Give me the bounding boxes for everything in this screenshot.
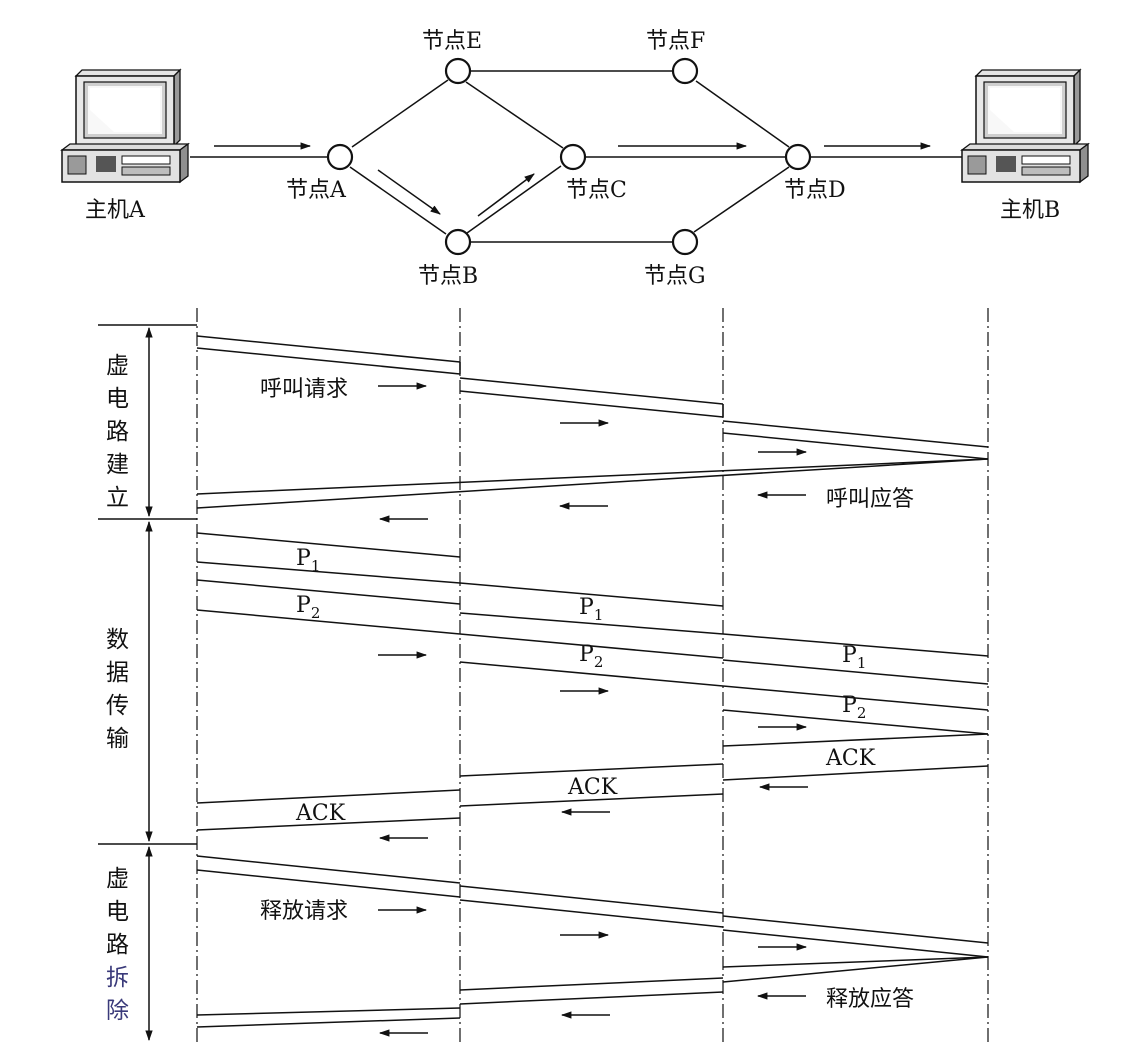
call-request-bands: [196, 335, 989, 460]
node-g-label: 节点G: [644, 264, 706, 289]
node-e-circle: [444, 57, 472, 85]
node-a-circle: [326, 143, 354, 171]
node-b-label: 节点B: [418, 264, 478, 289]
phase-release-char-1: 虚: [106, 866, 129, 892]
host-a-label: 主机A: [85, 198, 146, 223]
timelines: [196, 308, 989, 1045]
phase-transfer-char-2: 据: [106, 660, 129, 686]
node-d-circle: [784, 143, 812, 171]
call-request-label: 呼叫请求: [260, 377, 348, 402]
node-f-circle: [671, 57, 699, 85]
ack-label-3: ACK: [295, 801, 346, 826]
node-b-circle: [444, 228, 472, 256]
call-answer-label: 呼叫应答: [826, 487, 914, 512]
timing-diagram: 虚 电 路 建 立 数 据 传 输 虚 电 路 拆 除 呼叫请求: [98, 308, 989, 1045]
packet-bands: [196, 532, 989, 831]
call-answer-band: [196, 458, 989, 509]
release-request-bands: [196, 855, 989, 958]
packet-p2-label-3: P2: [842, 693, 866, 722]
phase-setup-char-1: 虚: [106, 353, 129, 379]
phase-setup-char-5: 立: [106, 485, 129, 511]
path-arrows: [214, 142, 932, 217]
node-a-label: 节点A: [286, 178, 347, 203]
network-links: [190, 70, 962, 243]
node-c-circle: [559, 143, 587, 171]
phase-release-char-2: 电: [106, 899, 129, 925]
packet-p2-label-1: P2: [296, 593, 320, 622]
ack-label-2: ACK: [567, 775, 618, 800]
phase-setup-char-4: 建: [106, 452, 129, 478]
packet-p2-label-2: P2: [579, 642, 603, 671]
phase-setup-char-3: 路: [106, 419, 129, 445]
packet-p1-label-3: P1: [842, 643, 866, 672]
phase-release-char-3: 路: [106, 932, 129, 958]
release-answer-bands: [196, 956, 989, 1028]
network-topology: 节点A 节点E 节点B 节点C 节点F 节点G 节点D 主机A: [60, 29, 1090, 289]
node-g-circle: [671, 228, 699, 256]
release-request-label: 释放请求: [260, 899, 348, 924]
node-d-label: 节点D: [784, 178, 846, 203]
host-a-computer-icon: [60, 68, 190, 184]
host-b-label: 主机B: [1000, 198, 1060, 223]
packet-p1-label-2: P1: [579, 595, 603, 624]
node-e-label: 节点E: [422, 29, 482, 54]
phase-release-char-4: 拆: [106, 965, 129, 991]
node-c-label: 节点C: [566, 178, 627, 203]
ack-label-1: ACK: [825, 746, 876, 771]
phase-release-char-5: 除: [106, 998, 129, 1024]
phase-transfer-char-1: 数: [106, 627, 129, 653]
release-answer-label: 释放应答: [826, 987, 914, 1012]
phase-transfer-char-4: 输: [106, 726, 129, 752]
node-f-label: 节点F: [646, 29, 705, 54]
packet-p1-label-1: P1: [296, 546, 320, 575]
host-b-computer-icon: [960, 68, 1090, 184]
phase-setup-char-2: 电: [106, 386, 129, 412]
phase-transfer-char-3: 传: [106, 693, 129, 719]
